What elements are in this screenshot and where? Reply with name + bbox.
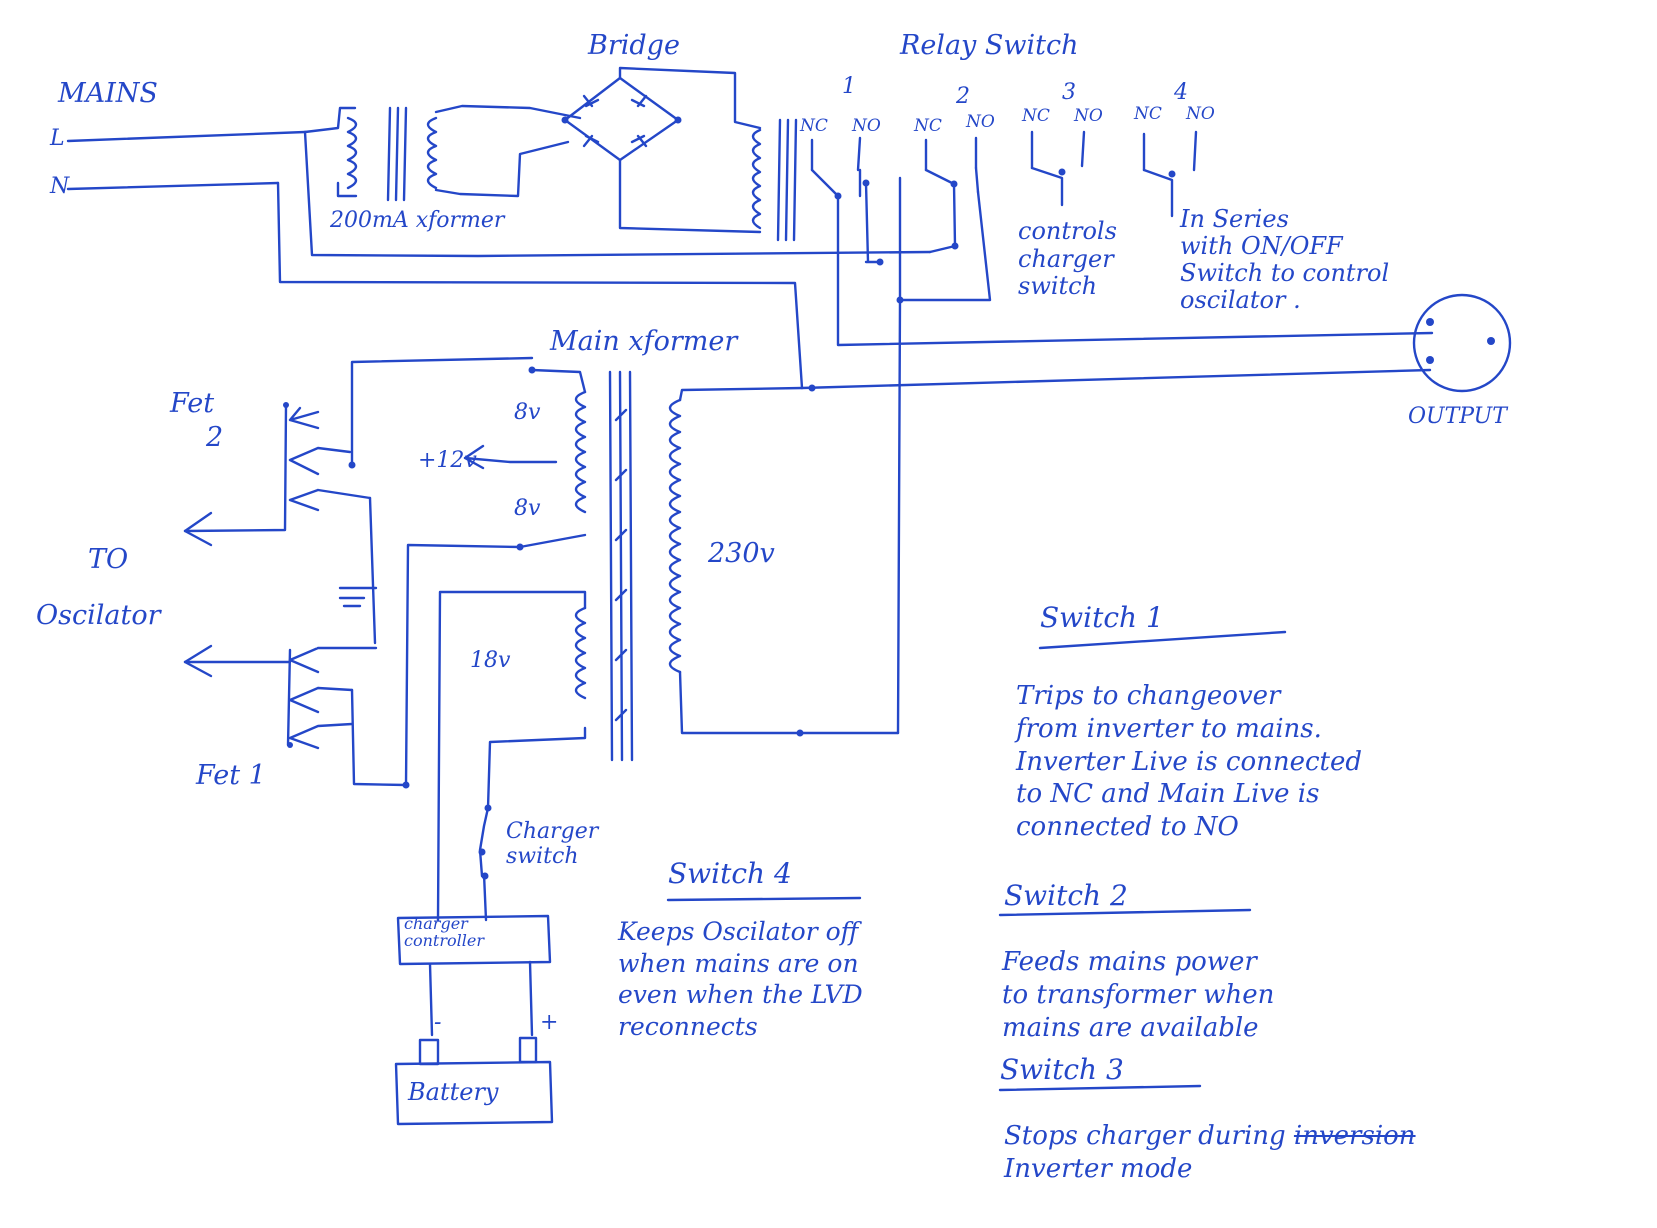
small-transformer [303,104,582,202]
tap-8v-top-label: 8v [514,400,541,425]
controls-charger-switch-label: controls charger switch [1018,217,1117,301]
relay-number-3: 3 [1062,80,1076,105]
to-label: TO [88,544,129,575]
mains-label: MAINS [58,78,158,109]
fet2-number: 2 [206,422,224,453]
small-transformer-label: 200mA xformer [330,208,505,233]
output-label: OUTPUT [1408,404,1507,429]
relay2-nc: NC [914,116,942,136]
oscilator-label: Oscilator [36,600,161,631]
relay4-no: NO [1186,104,1215,124]
main-transformer-label: Main xformer [550,326,738,357]
charger-controller-label: charger controller [404,914,484,950]
relay-switch-label: Relay Switch [900,30,1079,61]
switch4-title: Switch 4 [668,857,792,890]
battery-label: Battery [408,1078,499,1106]
fet2-label: Fet [170,388,215,419]
note-underlines [666,630,1287,1092]
output-socket [1412,293,1512,393]
relay2-no: NO [966,112,995,132]
switch3-title: Switch 3 [1000,1053,1124,1086]
battery-minus: - [434,1010,442,1035]
switch2-title: Switch 2 [1004,879,1128,912]
relay-coil [751,118,798,242]
charger-switch-label: Charger switch [506,819,599,869]
tap-8v-bottom-label: 8v [514,496,541,521]
relay-number-1: 1 [842,74,856,99]
v18-label: 18v [470,648,511,673]
v230-label: 230v [708,538,775,569]
battery-plus: + [540,1010,559,1035]
switch2-note: Feeds mains power to transformer when ma… [1002,947,1275,1043]
switch4-note: Keeps Oscilator off when mains are on ev… [618,917,863,1041]
in-series-label: In Series with ON/OFF Switch to control … [1180,205,1390,314]
relay1-no: NO [852,116,881,136]
relay3-no: NO [1074,106,1103,126]
bridge-rectifier [561,66,762,234]
charger-circuit [394,590,587,1126]
main-transformer [516,366,900,762]
relay4-nc: NC [1134,104,1162,124]
switch3-note: Stops charger during inversion Inverter … [1004,1121,1416,1184]
relay1-nc: NC [800,116,828,136]
relay-number-2: 2 [956,84,970,109]
fet1-label: Fet 1 [196,760,266,791]
relay3-nc: NC [1022,106,1050,126]
relay-wiring [800,176,1434,735]
tap-12v-label: +12v [418,448,477,473]
live-label: L [50,126,65,151]
bridge-label: Bridge [588,30,680,61]
neutral-label: N [50,174,70,199]
fet-wiring [183,356,558,789]
relay-contacts [810,130,1198,218]
switch1-note: Trips to changeover from inverter to mai… [1016,681,1363,842]
switch1-title: Switch 1 [1040,601,1164,634]
relay-number-4: 4 [1174,80,1188,105]
mains-input-wires [66,130,932,390]
